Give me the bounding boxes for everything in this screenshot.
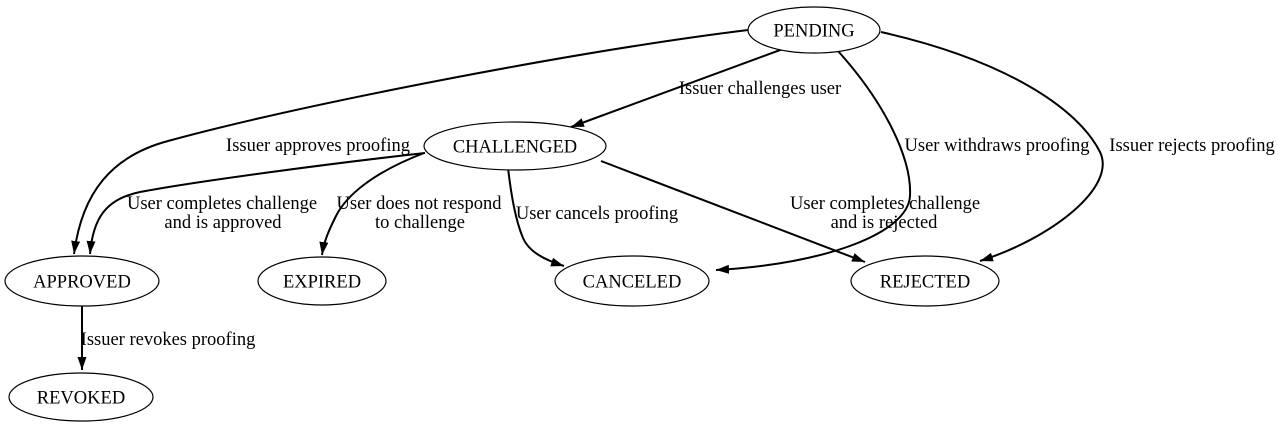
edge-label-completes-challenge-rejected-line1: User completes challenge	[790, 194, 980, 214]
edge-pending-approved	[71, 29, 749, 255]
edge-label-does-not-respond-line2: to challenge	[375, 213, 465, 233]
nodes: PENDING CHALLENGED APPROVED EXPIRED CANC…	[4, 6, 1000, 422]
edge-pending-challenged	[570, 45, 792, 128]
node-challenged-shape	[423, 121, 607, 171]
node-approved-shape	[4, 255, 160, 307]
node-revoked-shape	[8, 372, 154, 422]
node-canceled: CANCELED	[554, 255, 710, 307]
node-approved-label: APPROVED	[33, 273, 131, 293]
node-expired-label: EXPIRED	[283, 273, 361, 293]
node-revoked-label: REVOKED	[37, 389, 125, 409]
node-expired: EXPIRED	[257, 256, 387, 306]
edge-label-completes-challenge-rejected-line2: and is rejected	[831, 213, 939, 233]
edge-challenged-rejected	[600, 160, 866, 263]
edge-label-user-cancels-proofing: User cancels proofing	[516, 204, 678, 224]
edge-label-issuer-approves-proofing: Issuer approves proofing	[226, 136, 410, 156]
node-challenged: CHALLENGED	[423, 121, 607, 171]
node-canceled-label: CANCELED	[583, 273, 682, 293]
node-challenged-label: CHALLENGED	[453, 138, 577, 158]
node-pending: PENDING	[747, 6, 881, 54]
node-pending-shape	[747, 6, 881, 54]
edge-label-completes-challenge-approved-line2: and is approved	[164, 213, 282, 233]
node-rejected-label: REJECTED	[880, 273, 970, 293]
edge-label-user-withdraws-proofing: User withdraws proofing	[905, 136, 1090, 156]
node-rejected: REJECTED	[850, 255, 1000, 307]
node-rejected-shape	[850, 255, 1000, 307]
edge-label-issuer-rejects-proofing: Issuer rejects proofing	[1109, 136, 1274, 156]
edge-challenged-expired	[319, 152, 425, 256]
node-approved: APPROVED	[4, 255, 160, 307]
edge-label-does-not-respond-line1: User does not respond	[337, 194, 503, 214]
edge-challenged-canceled	[507, 167, 565, 267]
edges	[71, 29, 1104, 370]
edge-label-issuer-revokes-proofing: Issuer revokes proofing	[81, 330, 256, 350]
edge-challenged-approved	[86, 152, 426, 255]
edge-pending-rejected	[880, 31, 1104, 262]
node-expired-shape	[257, 256, 387, 306]
edge-labels: Issuer challenges user Issuer approves p…	[81, 79, 1275, 350]
edge-label-completes-challenge-approved-line1: User completes challenge	[127, 194, 317, 214]
edge-label-issuer-challenges-user: Issuer challenges user	[679, 79, 841, 99]
node-revoked: REVOKED	[8, 372, 154, 422]
edge-pending-canceled	[715, 50, 912, 274]
node-canceled-shape	[554, 255, 710, 307]
node-pending-label: PENDING	[773, 22, 854, 42]
